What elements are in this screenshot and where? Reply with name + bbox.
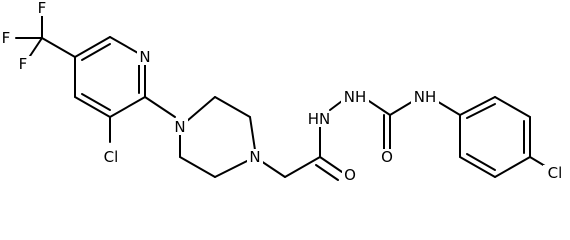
bond-ch2-carbonyl-c xyxy=(284,156,321,178)
bond-ph-c4-cl xyxy=(529,156,546,167)
bond-ph-c4-c5 xyxy=(494,156,531,178)
bond-ph-c5-c6-double xyxy=(466,153,496,171)
atom-cl-pyridine: Cl xyxy=(104,148,119,166)
bond-py-c5-c6-double xyxy=(81,43,111,61)
bond-py-c3-c4-double xyxy=(81,93,111,111)
bond-pip-c-c-top xyxy=(214,96,251,118)
atom-carbonyl-o: O xyxy=(344,166,356,184)
bond-ph-c1-c2-double xyxy=(466,103,496,119)
atom-pyridine-n: N xyxy=(139,48,150,66)
bond-ph-c2-c3 xyxy=(494,96,531,118)
atom-urea-nh: NH xyxy=(414,88,437,106)
bond-carbonyl-c-o-double xyxy=(315,164,339,181)
bond-ph-c5-c6 xyxy=(459,156,496,178)
bonds xyxy=(15,13,546,181)
atom-urea-o: O xyxy=(381,148,393,166)
atom-piperazine-n4: N xyxy=(249,148,260,166)
atom-f-bottom: F xyxy=(19,55,28,73)
bond-pip-c-n4-top xyxy=(249,116,256,151)
bond-pip-c-c-bottom xyxy=(179,156,216,178)
bond-cf3-c-f-bottom xyxy=(27,37,43,60)
bond-urea-c-nh xyxy=(389,99,416,116)
atom-hydrazide-hn: HN xyxy=(308,110,331,128)
atom-hydrazide-nh: NH xyxy=(344,88,367,106)
bond-py-c2-c3 xyxy=(109,96,146,118)
atom-labels: F F F N Cl N N O HN NH O NH Cl xyxy=(1,0,563,184)
bond-py-c3-c4 xyxy=(74,96,111,118)
bond-ph-c1-c2 xyxy=(459,96,496,116)
atom-f-left: F xyxy=(2,29,11,47)
bond-py-c5-c6 xyxy=(74,36,111,58)
atom-f-top: F xyxy=(38,0,47,17)
bond-carbonyl-c-o xyxy=(319,156,343,173)
bond-nh-phenyl xyxy=(434,99,461,116)
bond-c2-piperazine-n xyxy=(144,96,176,118)
atom-piperazine-n1: N xyxy=(174,118,185,136)
bond-cf3-to-ring xyxy=(41,37,76,58)
atom-cl-phenyl: Cl xyxy=(548,164,563,182)
chemical-structure-diagram: F F F N Cl N N O HN NH O NH Cl xyxy=(1,0,563,184)
